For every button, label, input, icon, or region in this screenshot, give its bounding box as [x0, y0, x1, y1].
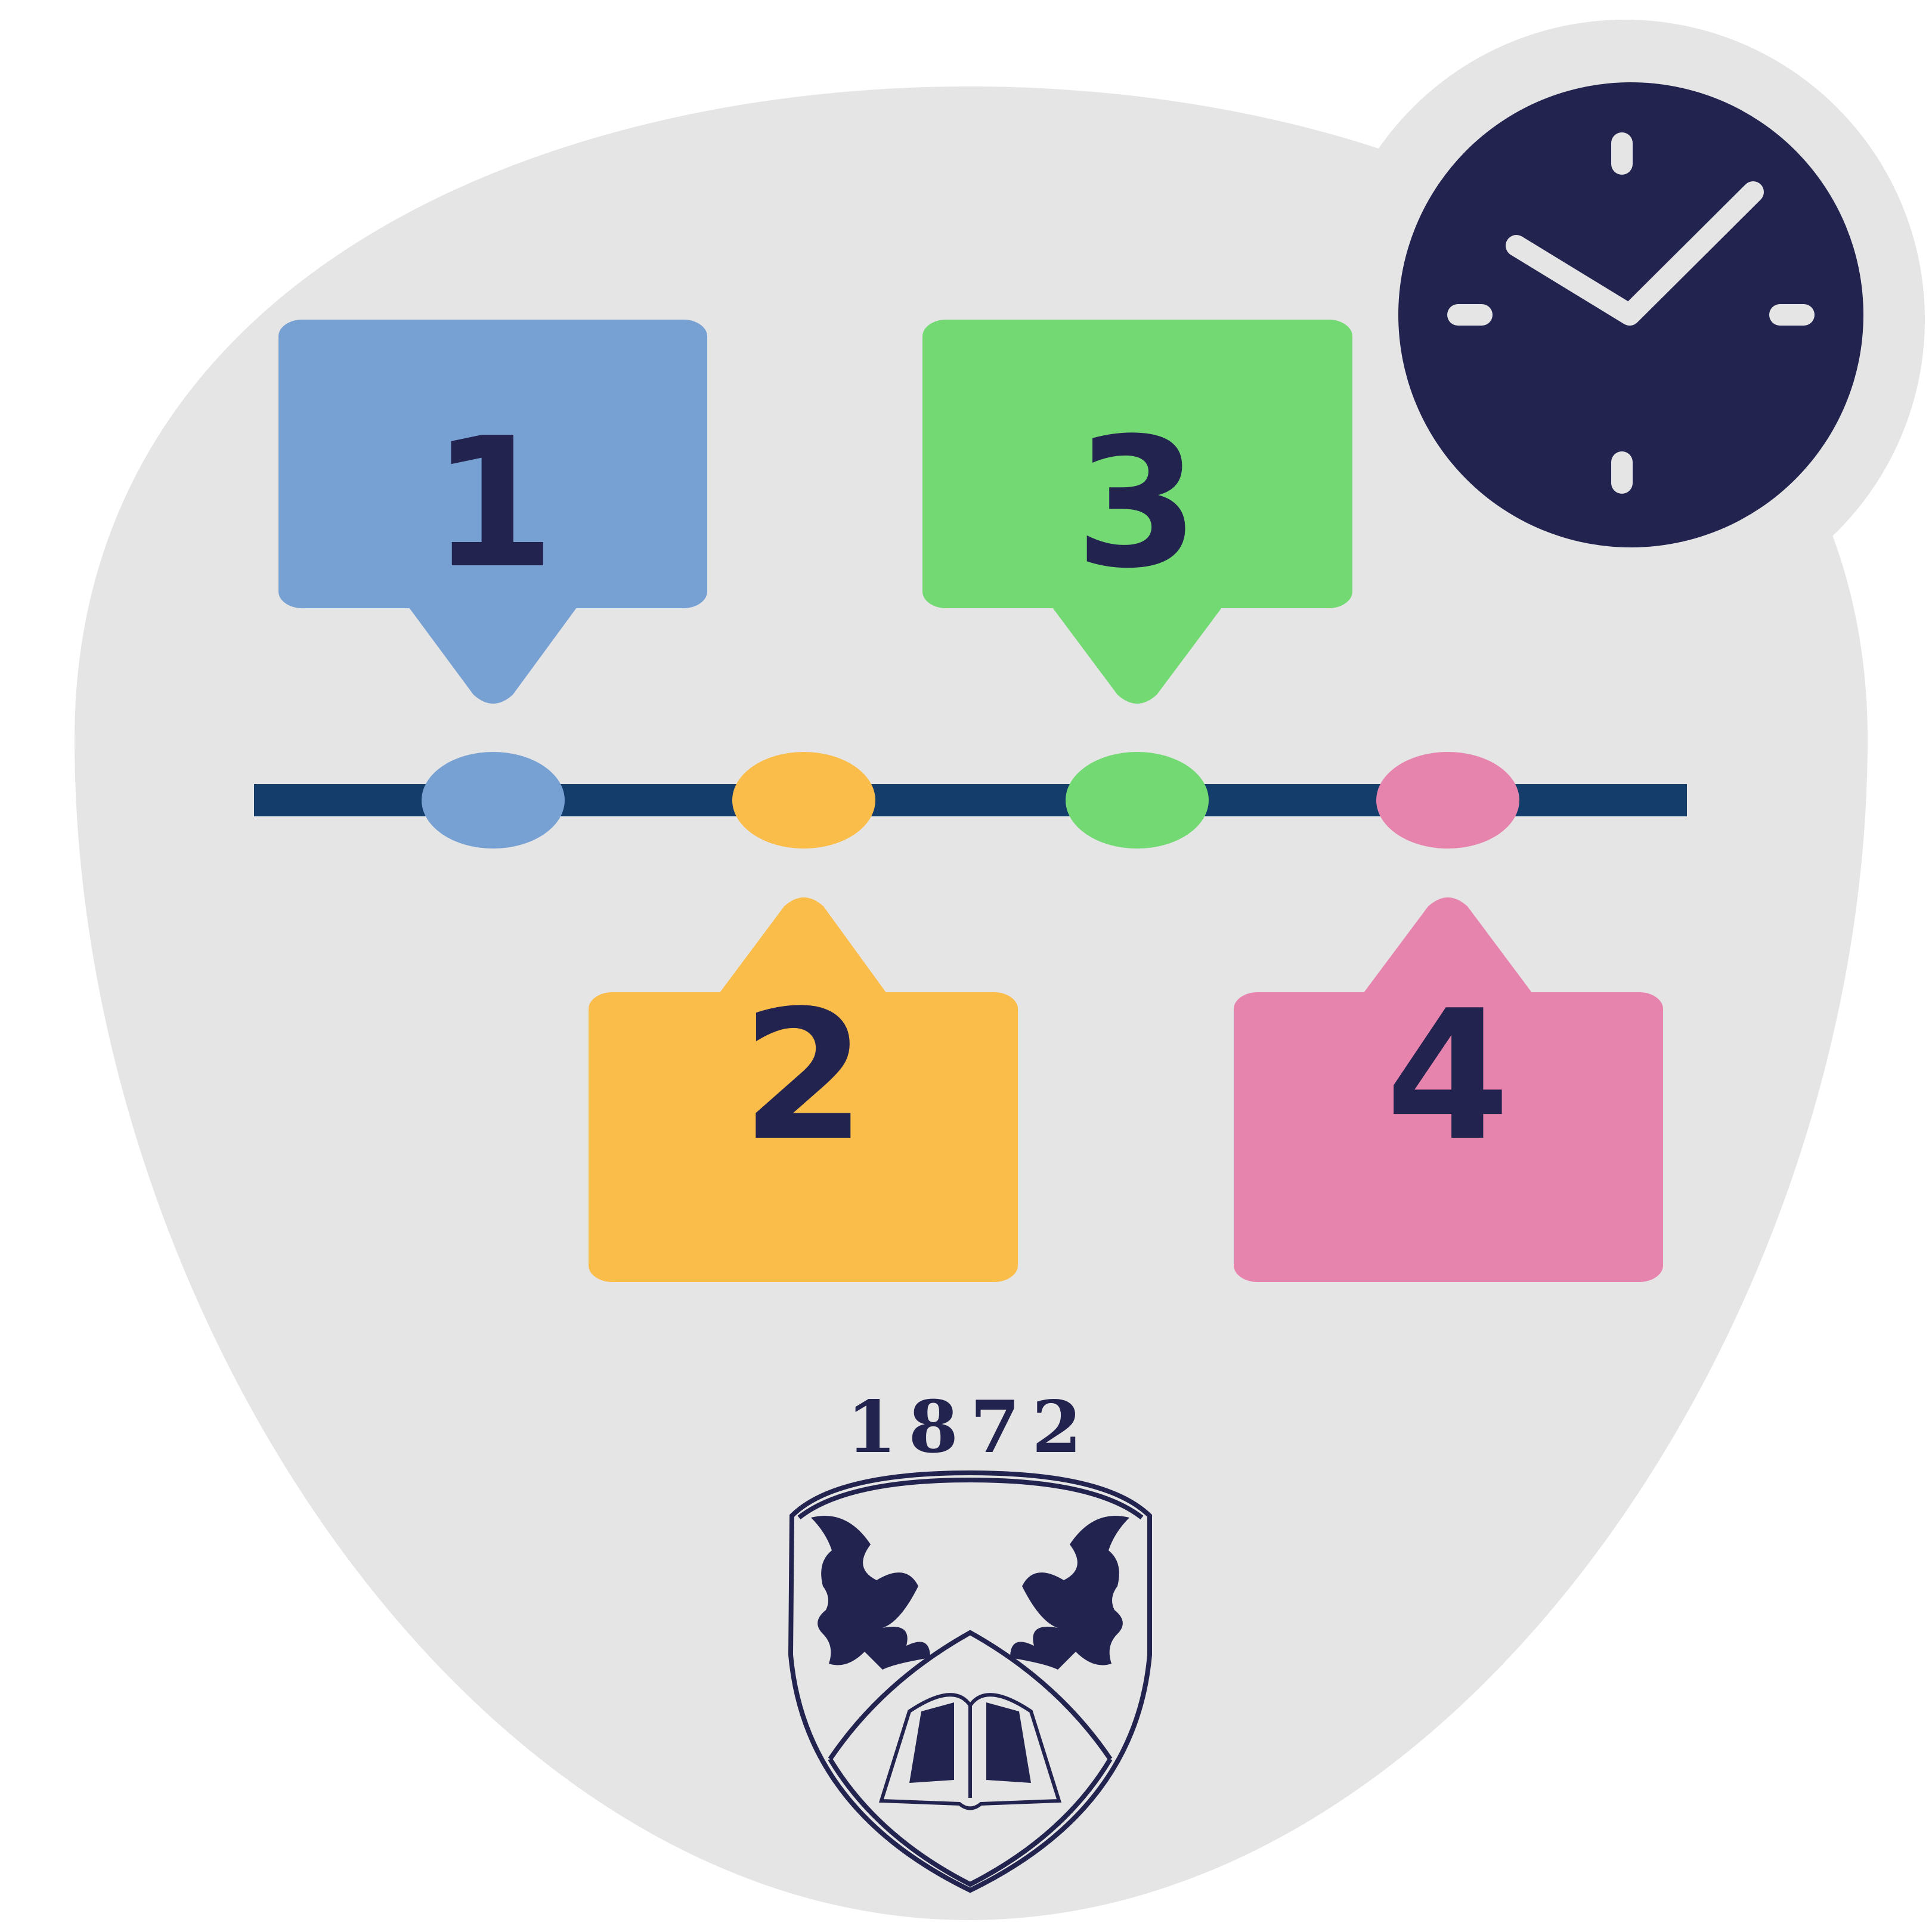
step-3-callout: 3 — [922, 320, 1352, 704]
step-3-number: 3 — [1075, 400, 1200, 608]
university-crest-icon: 1872 — [788, 1385, 1152, 1893]
step-2-number: 2 — [742, 972, 866, 1180]
timeline-dot-2 — [732, 752, 875, 849]
step-1-callout: 1 — [278, 320, 707, 704]
timeline-dot-4 — [1376, 752, 1519, 849]
timeline-dot-1 — [422, 752, 565, 849]
step-2-callout: 2 — [589, 897, 1018, 1282]
step-4-callout: 4 — [1234, 897, 1663, 1282]
step-1-number: 1 — [431, 400, 556, 608]
step-4-number: 4 — [1386, 972, 1510, 1180]
clock-icon — [1325, 20, 1925, 620]
timeline-dot-3 — [1066, 752, 1209, 849]
logo-year: 1872 — [847, 1385, 1094, 1469]
